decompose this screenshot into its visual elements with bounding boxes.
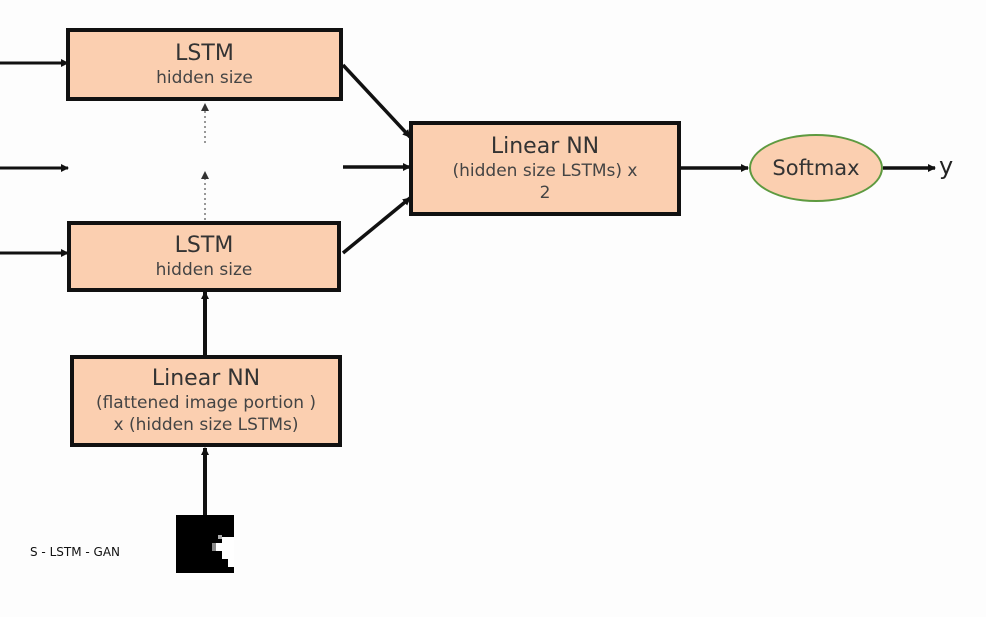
linear-output-box: Linear NN (hidden size LSTMs) x 2 bbox=[409, 121, 681, 216]
linear-input-title: Linear NN bbox=[151, 366, 261, 391]
lstm-top-subtitle: hidden size bbox=[156, 67, 253, 88]
linear-output-line1: (hidden size LSTMs) x bbox=[452, 160, 638, 181]
linear-output-title: Linear NN bbox=[490, 133, 600, 159]
image-portion-thumbnail bbox=[176, 515, 234, 573]
lstm-top-box: LSTM hidden size bbox=[66, 28, 343, 101]
linear-input-box: Linear NN (flattened image portion ) x (… bbox=[70, 355, 342, 447]
diagram-caption: S - LSTM - GAN bbox=[30, 545, 121, 559]
linear-input-line1: (flattened image portion ) bbox=[95, 393, 317, 413]
arrow-lstm-top-to-linear bbox=[341, 63, 412, 139]
output-label: y bbox=[939, 152, 954, 180]
lstm-bottom-subtitle: hidden size bbox=[155, 259, 253, 280]
softmax-node: Softmax bbox=[749, 134, 883, 202]
lstm-bottom-box: LSTM hidden size bbox=[67, 221, 341, 292]
arrow-lstm-bottom-to-linear bbox=[341, 196, 412, 255]
lstm-top-title: LSTM bbox=[175, 40, 234, 66]
softmax-label: Softmax bbox=[772, 156, 860, 180]
linear-input-line2: x (hidden size LSTMs) bbox=[113, 415, 299, 435]
linear-output-line2: 2 bbox=[539, 182, 551, 203]
lstm-bottom-title: LSTM bbox=[174, 232, 234, 258]
